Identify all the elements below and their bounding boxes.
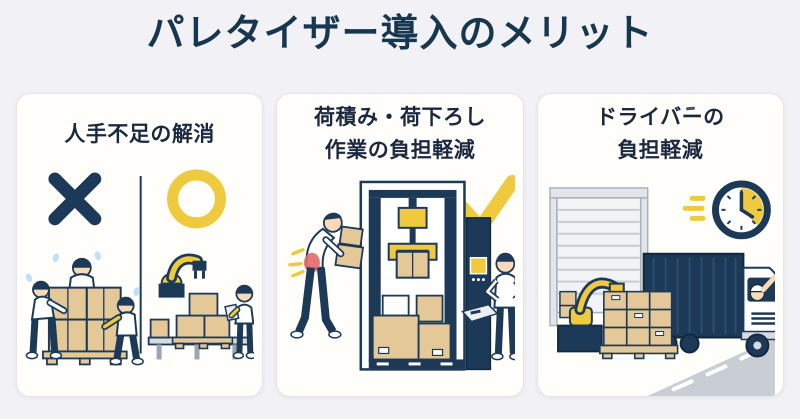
card-title-line: ドライバーの <box>596 106 725 130</box>
card-labor-shortage: 人手不足の解消 <box>16 93 264 397</box>
circle-icon <box>167 169 226 229</box>
illustration-truck-loading <box>546 168 775 396</box>
card-title-line: 荷積み・荷下ろし <box>313 106 486 130</box>
benefit-cards: 人手不足の解消 <box>16 93 784 397</box>
waving-driver <box>749 274 775 302</box>
observer-figure <box>484 252 515 361</box>
illustration-manual-vs-robot <box>25 168 255 396</box>
card-title: 人手不足の解消 <box>64 102 215 168</box>
card-title-line: 負担軽減 <box>617 139 704 162</box>
robot-palletizer-group <box>147 253 255 360</box>
card-driver-burden: ドライバーの 負担軽減 <box>536 93 784 397</box>
card-title-line: 人手不足の解消 <box>64 122 215 146</box>
pallet-cargo <box>598 290 679 360</box>
back-pain-worker <box>288 212 365 339</box>
sweat-drops <box>25 251 140 296</box>
card-title: ドライバーの 負担軽減 <box>596 102 725 168</box>
page-title: パレタイザー導入のメリット <box>146 13 654 55</box>
manual-workers-group <box>25 251 144 366</box>
palletizer-machine <box>359 180 500 371</box>
illustration-palletizer-machine <box>285 168 515 396</box>
card-title-line: 作業の負担軽減 <box>324 139 476 162</box>
speed-lines-icon <box>682 195 706 221</box>
cross-icon <box>48 172 102 226</box>
clipboard-observer <box>224 284 255 360</box>
card-loading-burden: 荷積み・荷下ろし 作業の負担軽減 <box>276 93 524 397</box>
pain-emphasis-lines <box>288 248 306 278</box>
clock-icon <box>711 180 771 240</box>
card-title: 荷積み・荷下ろし 作業の負担軽減 <box>314 102 486 168</box>
